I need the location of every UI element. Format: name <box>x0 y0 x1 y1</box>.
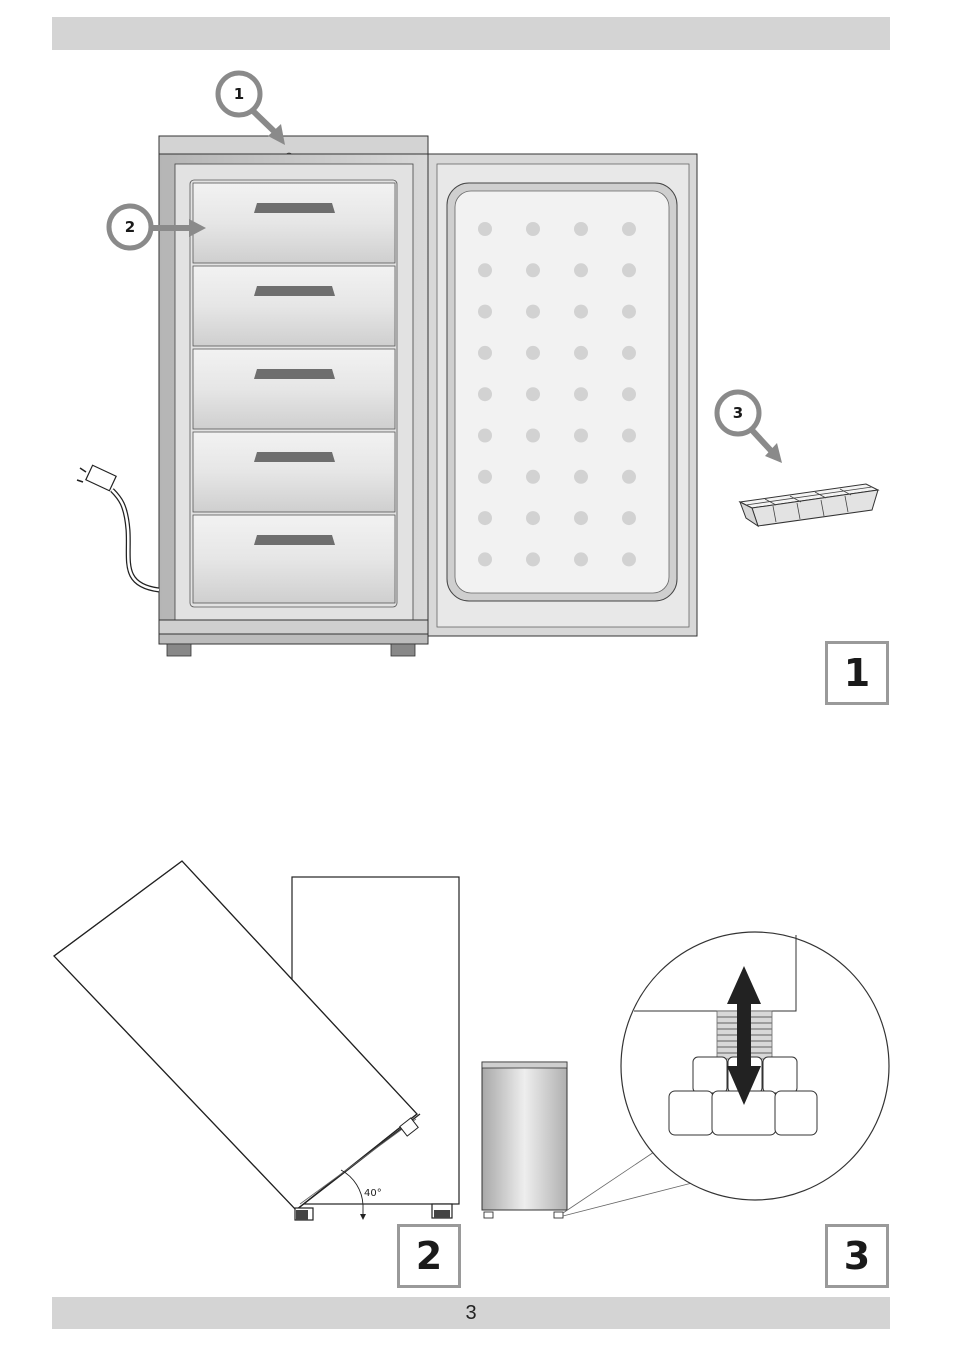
ice-cube-tray <box>740 484 878 526</box>
footer-band: 3 <box>52 1297 890 1329</box>
door-dimple <box>526 470 540 484</box>
door-dimple <box>526 511 540 525</box>
open-door <box>428 154 697 636</box>
drawer <box>193 183 395 263</box>
door-dimple <box>574 263 588 277</box>
door-dimple <box>478 387 492 401</box>
callout-1: 1 <box>218 73 285 145</box>
door-dimple <box>526 429 540 443</box>
door-dimple <box>526 346 540 360</box>
door-dimple <box>574 429 588 443</box>
door-dimple <box>574 470 588 484</box>
figure-number-3-label: 3 <box>844 1234 870 1278</box>
drawer <box>193 432 395 512</box>
angle-label: 40° <box>364 1188 382 1199</box>
door-dimple <box>526 305 540 319</box>
door-dimple <box>622 511 636 525</box>
drawer-stack <box>190 180 397 607</box>
drawer-handle <box>254 286 335 296</box>
door-dimple <box>478 429 492 443</box>
figure-number-2-label: 2 <box>416 1234 442 1278</box>
figure-number-2: 2 <box>397 1224 461 1288</box>
door-dimple <box>622 305 636 319</box>
door-dimple <box>574 387 588 401</box>
door-dimple <box>574 222 588 236</box>
door-dimple <box>622 346 636 360</box>
door-dimple <box>478 470 492 484</box>
door-dimple <box>622 552 636 566</box>
drawer-handle <box>254 452 335 462</box>
door-dimple <box>622 263 636 277</box>
door-dimple <box>622 470 636 484</box>
callout-1-label: 1 <box>234 85 244 103</box>
door-dimple <box>526 387 540 401</box>
figure-number-1-label: 1 <box>844 651 870 695</box>
door-dimple <box>574 346 588 360</box>
callout-2-label: 2 <box>125 218 135 236</box>
door-angle-figure: 40° <box>54 861 459 1220</box>
door-dimple <box>478 263 492 277</box>
drawer <box>193 515 395 603</box>
door-dimple <box>574 511 588 525</box>
freezer-figure: 1 2 3 <box>77 73 878 656</box>
door-dimple <box>478 552 492 566</box>
door-dimple <box>622 429 636 443</box>
leveling-foot-figure <box>482 932 889 1218</box>
door-dimple <box>478 305 492 319</box>
power-cord <box>77 465 159 590</box>
drawer-handle <box>254 203 335 213</box>
door-dimple <box>622 387 636 401</box>
door-dimple <box>574 552 588 566</box>
door-dimple <box>526 222 540 236</box>
door-dimple <box>574 305 588 319</box>
door-dimple <box>622 222 636 236</box>
callout-3-label: 3 <box>733 404 743 422</box>
figure-number-3: 3 <box>825 1224 889 1288</box>
door-dimple <box>526 263 540 277</box>
drawer-handle <box>254 369 335 379</box>
drawer <box>193 266 395 346</box>
door-dimple <box>478 346 492 360</box>
door-dimple <box>478 222 492 236</box>
door-dimple <box>526 552 540 566</box>
figure-number-1: 1 <box>825 641 889 705</box>
door-dimple <box>478 511 492 525</box>
callout-3: 3 <box>717 392 782 463</box>
page-number: 3 <box>465 1302 476 1325</box>
drawer <box>193 349 395 429</box>
drawer-handle <box>254 535 335 545</box>
